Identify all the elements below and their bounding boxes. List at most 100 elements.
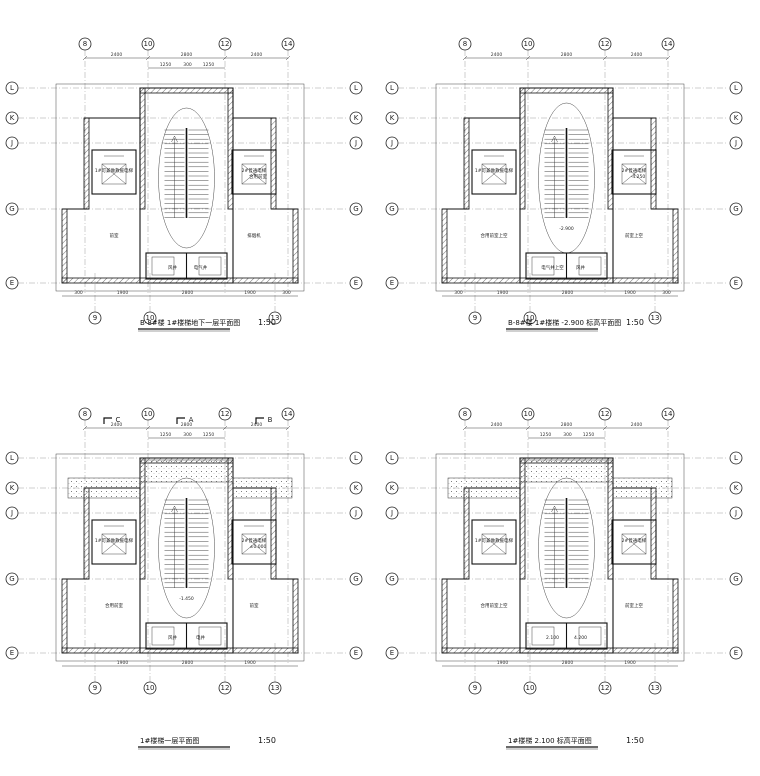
axis-left-G-label: G (389, 205, 394, 213)
axis-right-L-bubble (349, 451, 363, 465)
axis-right-L-label: L (354, 454, 358, 462)
axis-bottom-10-bubble (523, 681, 537, 695)
right-lower-wall (672, 208, 679, 284)
axis-bottom-10-label: 10 (526, 684, 535, 692)
axis-left-K-bubble (385, 111, 399, 125)
elevator-2-car (241, 163, 267, 185)
bottom-wall (441, 277, 679, 284)
room-label: 前室 (110, 232, 119, 239)
top-dim-text: 2400 (631, 422, 643, 428)
axis-right-E-bubble (349, 276, 363, 290)
elevator-2-shaft (611, 519, 657, 565)
top-dim-text: 2800 (561, 52, 573, 58)
dim-tick (462, 55, 468, 61)
elevator-1-car (101, 163, 127, 185)
section-mark-label: B (268, 416, 273, 424)
stair-right-wall (607, 87, 614, 210)
axis-right-G-label: G (733, 575, 738, 583)
room-label-elevator-1: 1#可兼做救援电梯 (475, 537, 514, 544)
shaft-right (198, 626, 222, 646)
room-label-elevator-2: 2#普通电梯 (242, 167, 267, 174)
axis-left-L-label: L (390, 84, 394, 92)
room-label: 2.100 (546, 635, 559, 641)
axis-left-E-bubble (5, 276, 19, 290)
axis-top-8-bubble (458, 407, 472, 421)
bottom-dim-text: 1900 (244, 660, 256, 666)
axis-top-10-label: 10 (144, 410, 153, 418)
section-mark (255, 417, 264, 424)
axis-left-G-label: G (9, 205, 14, 213)
top-dim-text: 2800 (561, 422, 573, 428)
axis-top-12-label: 12 (221, 410, 230, 418)
axis-left-G-bubble (385, 202, 399, 216)
axis-right-E-label: E (734, 649, 738, 657)
axis-top-10-label: 10 (524, 410, 533, 418)
axis-left-E-bubble (5, 646, 19, 660)
room-label-elevator-1: 1#可兼做救援电梯 (95, 537, 134, 544)
axis-left-L-label: L (10, 454, 14, 462)
section-mark (176, 417, 185, 424)
sub-dim-text: 1250 (203, 432, 215, 438)
axis-bottom-12-label: 12 (221, 684, 230, 692)
plan-title: B-8#楼 1#楼梯地下一层平面图 (140, 318, 240, 327)
stair-arrow-up (171, 505, 178, 588)
axis-left-J-bubble (5, 136, 19, 150)
axis-top-12-bubble (598, 407, 612, 421)
axis-top-14-bubble (281, 407, 295, 421)
right-lower-wall (672, 578, 679, 654)
axis-right-K-bubble (729, 481, 743, 495)
axis-bottom-12-bubble (218, 681, 232, 695)
axis-right-E-bubble (729, 276, 743, 290)
axis-left-E-label: E (10, 279, 14, 287)
section-mark-label: C (116, 416, 121, 424)
roof-slab-right (232, 477, 293, 499)
dim-tick (222, 425, 228, 431)
dim-tick (665, 425, 671, 431)
sub-dim-text: 1250 (203, 62, 215, 68)
axis-bottom-9-bubble (468, 681, 482, 695)
right-lower-wall (292, 208, 299, 284)
room-label-elevator-2: 2#普通电梯 (622, 167, 647, 174)
bottom-dim-text: 2800 (182, 290, 194, 296)
room-label: 前室 (250, 602, 259, 609)
elevator-1-shaft (471, 519, 517, 565)
axis-left-L-bubble (5, 81, 19, 95)
outer-frame (55, 83, 305, 292)
roof-slab (519, 459, 614, 483)
elevator-1-car (481, 533, 507, 555)
stair-right-wall (227, 457, 234, 580)
axis-bottom-10-label: 10 (146, 684, 155, 692)
sub-dim-text: 300 (563, 432, 572, 438)
stair-left-wall (519, 457, 526, 580)
left-lower-wall (441, 578, 448, 654)
room-label: 风井 (576, 264, 585, 271)
outer-frame (55, 453, 305, 662)
top-dim-text: 2400 (251, 52, 263, 58)
top-dim-text: 2400 (631, 52, 643, 58)
shaft-left (151, 256, 175, 276)
top-dim-text: 2400 (111, 52, 123, 58)
stair-left-wall (139, 87, 146, 210)
bottom-wall (61, 647, 299, 654)
dim-tick (145, 55, 151, 61)
stair-top-wall (519, 87, 614, 94)
axis-left-K-label: K (390, 114, 395, 122)
axis-top-14-label: 14 (664, 40, 673, 48)
room-label: -1.450 (179, 596, 194, 602)
axis-bottom-9-label: 9 (93, 684, 97, 692)
stair-oval (538, 477, 595, 619)
left-wing-wall (83, 487, 90, 580)
dim-tick (462, 425, 468, 431)
left-wing-wall (463, 117, 470, 210)
elevator-2-cross (621, 163, 647, 185)
axis-left-J-bubble (385, 136, 399, 150)
room-label: 合用前室上空 (481, 602, 508, 609)
dim-tick (665, 55, 671, 61)
plan-scale: 1:50 (258, 318, 276, 327)
bottom-dim-text: 300 (74, 290, 83, 296)
plan-scale: 1:50 (626, 736, 644, 745)
stair-left-wall (519, 87, 526, 210)
axis-right-K-label: K (734, 114, 739, 122)
axis-left-J-bubble (5, 506, 19, 520)
axis-top-8-label: 8 (83, 40, 87, 48)
